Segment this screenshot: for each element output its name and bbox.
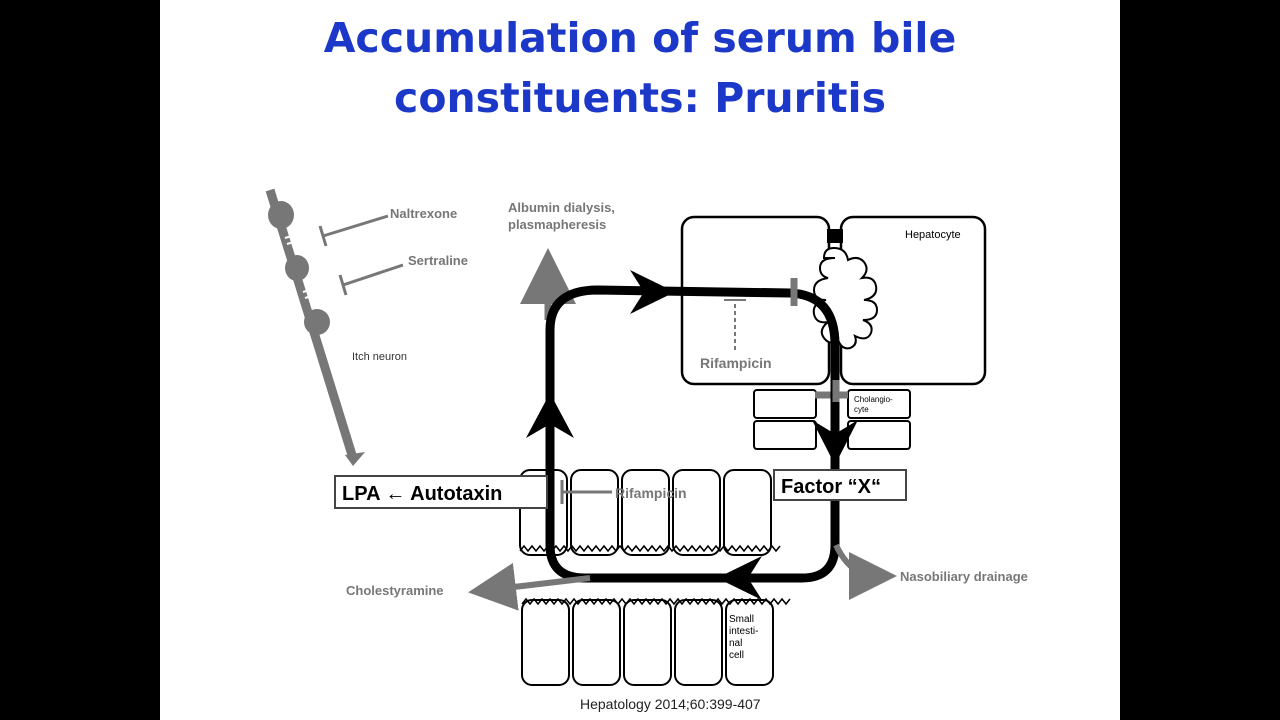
small-intestinal-cell-line2: intesti-	[729, 626, 758, 637]
small-intestinal-cell-line4: cell	[729, 650, 744, 661]
intestinal-cells-upper	[519, 469, 781, 556]
itch-neuron-label: Itch neuron	[352, 351, 407, 363]
small-intestinal-cell-line1: Small	[729, 614, 754, 625]
nasobiliary-arrow	[833, 543, 897, 600]
cholangiocyte-cells	[753, 389, 911, 450]
slide-title-line-2: constituents: Pruritis	[394, 74, 886, 122]
sertraline-inhibitor	[338, 263, 404, 296]
factor-x-label: Factor “X“	[781, 476, 881, 498]
hepatocyte-cells	[680, 215, 987, 386]
slide: Accumulation of serum bile constituents:…	[160, 0, 1120, 720]
slide-title-line-1: Accumulation of serum bile	[323, 14, 957, 62]
small-intestinal-cell-line3: nal	[729, 638, 742, 649]
rifampicin-top-inhibitor	[724, 299, 746, 350]
factor-x-box	[773, 469, 907, 501]
cholestyramine-arrow	[468, 562, 591, 611]
enterohepatic-circulation-loop	[545, 285, 840, 583]
intestinal-cells-lower	[521, 597, 791, 686]
naltrexone-inhibitor	[318, 214, 389, 247]
circulation-arrowheads	[526, 270, 858, 600]
cholangiocyte-label-line2: cyte	[854, 405, 869, 414]
albumin-label-line2: plasmapheresis	[508, 217, 606, 232]
cholestyramine-label: Cholestyramine	[346, 583, 444, 598]
citation: Hepatology 2014;60:399-407	[580, 696, 761, 712]
albumin-label-line1: Albumin dialysis,	[508, 200, 615, 215]
cholangiocyte-label-line1: Cholangio-	[854, 395, 893, 404]
rifampicin-mid-label: Rifampicin	[615, 485, 687, 501]
nasobiliary-label: Nasobiliary drainage	[900, 569, 1028, 584]
hepatocyte-label: Hepatocyte	[905, 229, 961, 241]
rifampicin-mid-inhibitor	[560, 480, 612, 504]
itch-neuron	[265, 188, 365, 466]
naltrexone-label: Naltrexone	[390, 206, 457, 221]
lpa-autotaxin-box	[334, 475, 548, 509]
rifampicin-top-label: Rifampicin	[700, 355, 772, 371]
pruritus-diagram: Naltrexone Sertraline Itch neuron Albumi…	[265, 188, 1028, 686]
sertraline-label: Sertraline	[408, 253, 468, 268]
lpa-autotaxin-label: LPA ← Autotaxin	[342, 483, 502, 505]
